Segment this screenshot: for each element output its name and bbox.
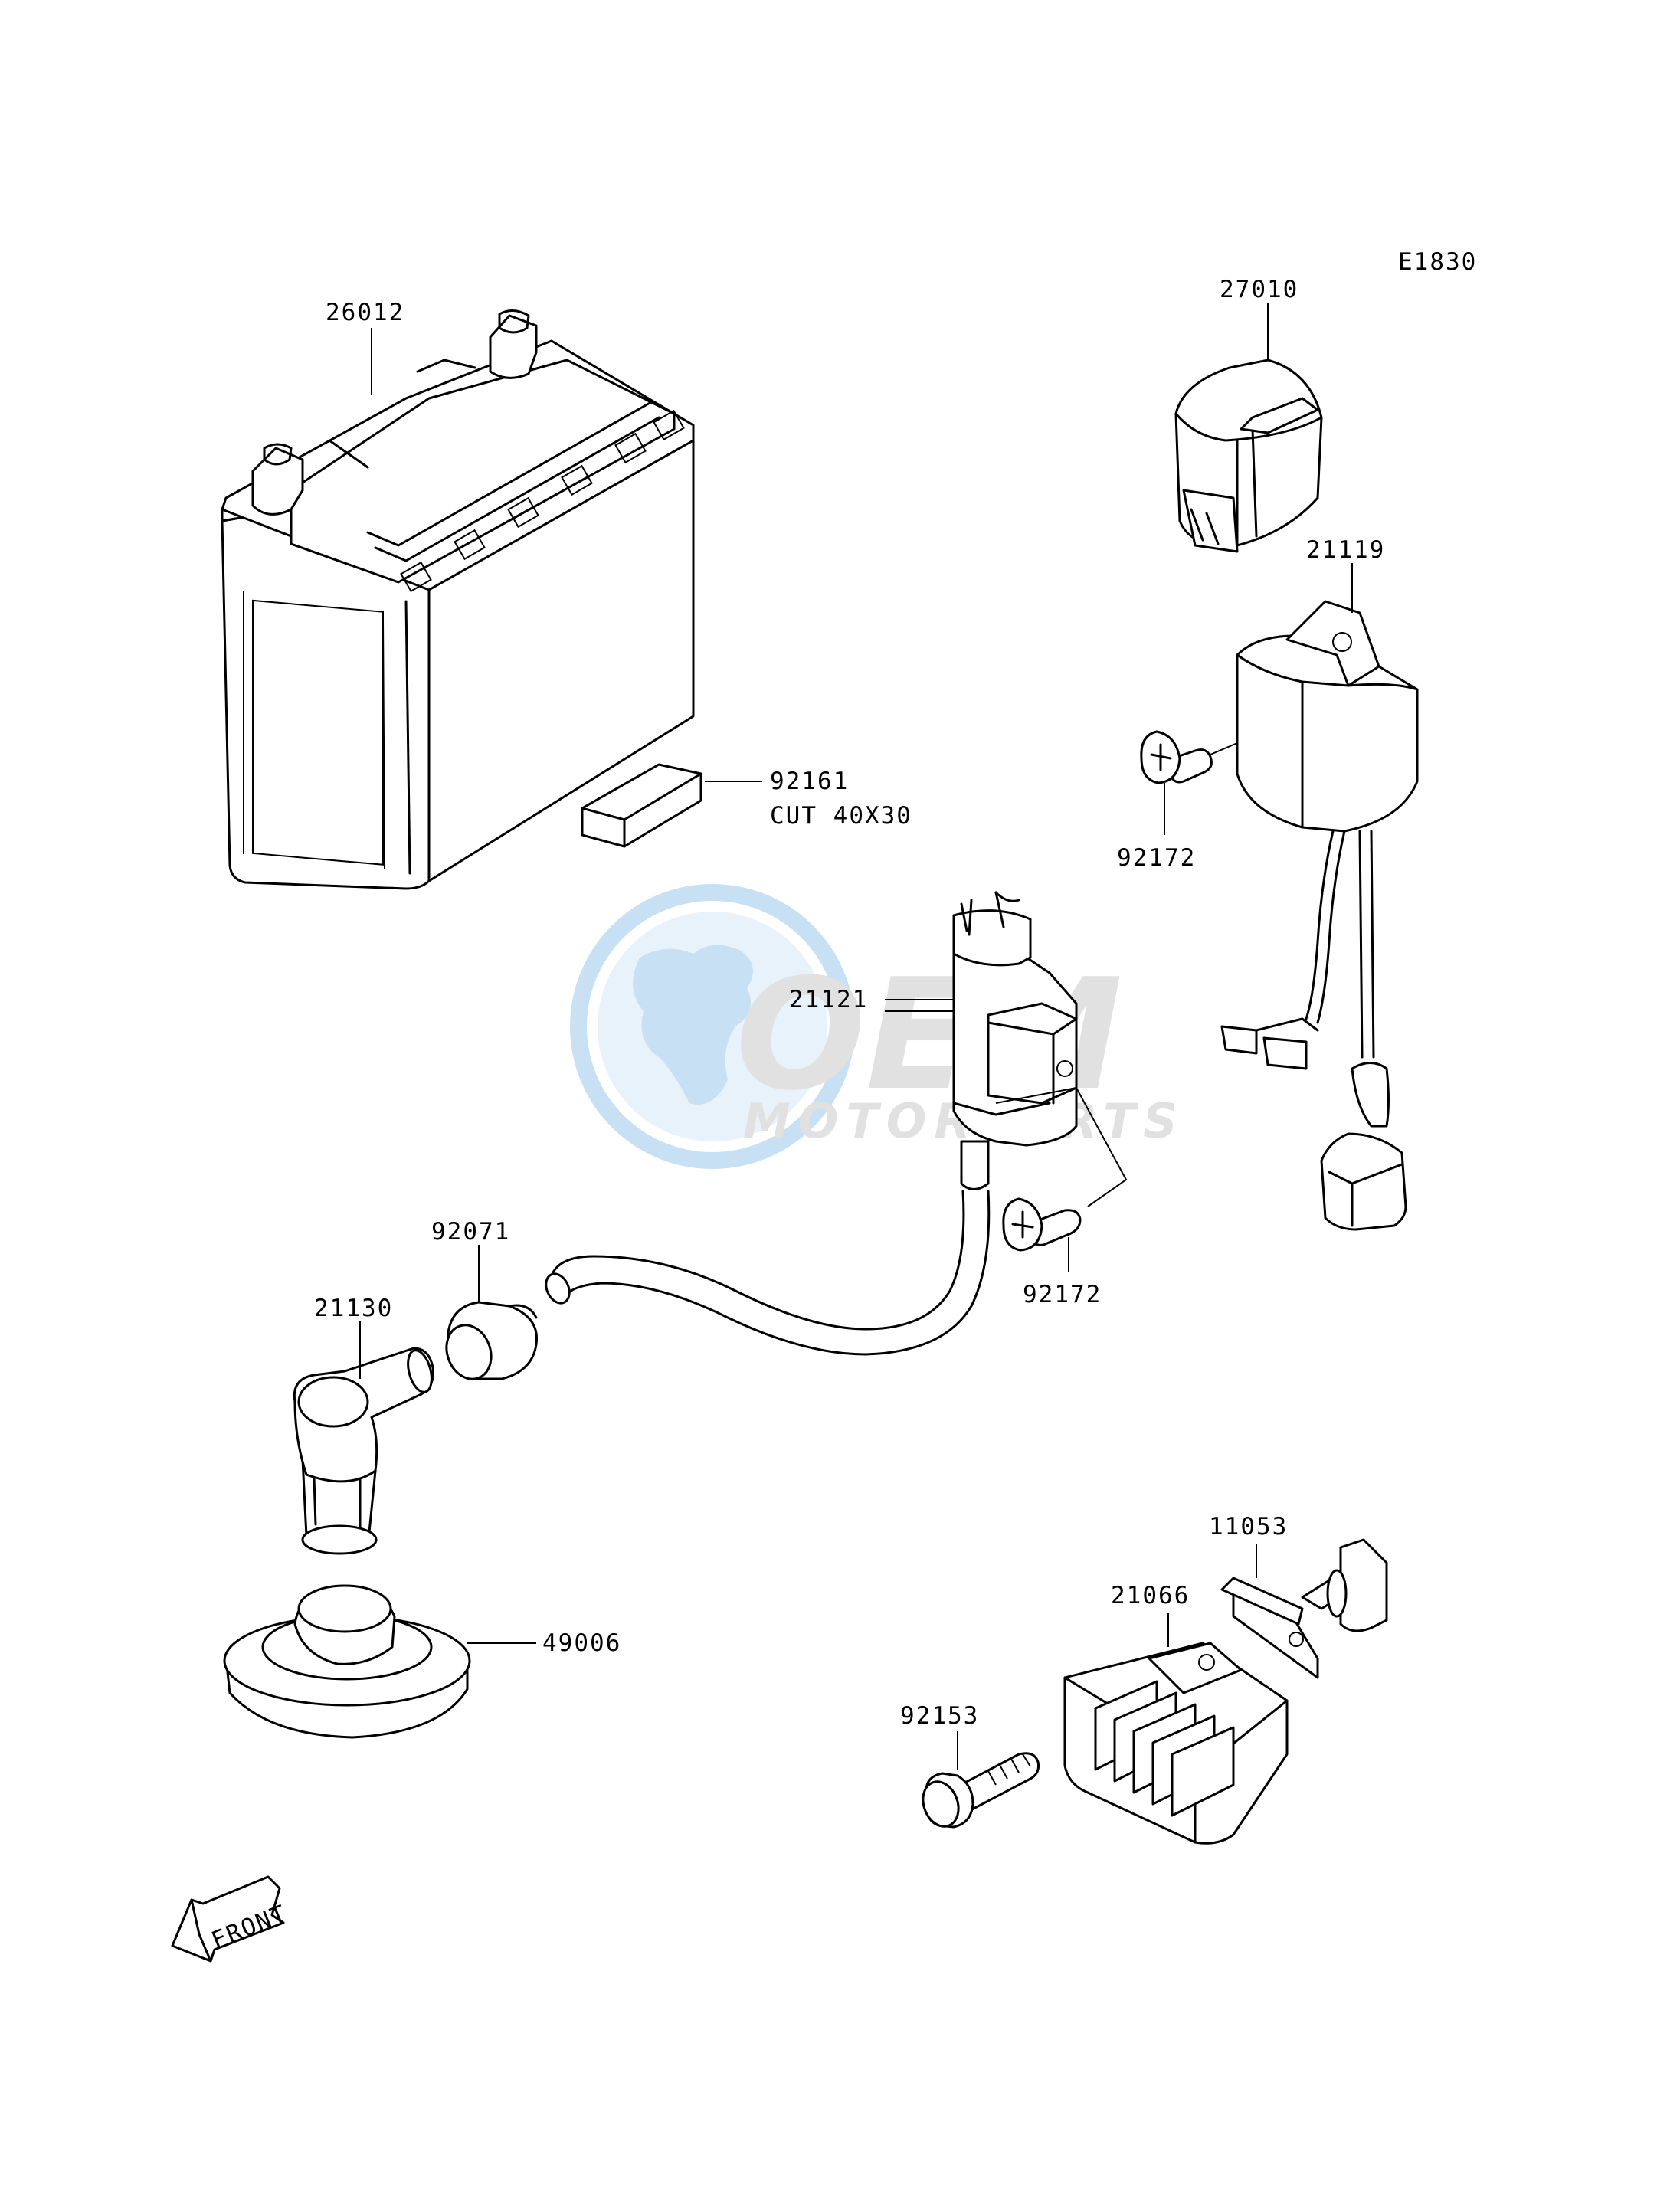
coil-screw: 92172 [995,1087,1128,1308]
part-label-92172-cdi: 92172 [1117,844,1196,872]
plug-cap-seal-leader: 92071 [431,1218,510,1302]
part-label-92071: 92071 [431,1218,510,1246]
battery-pad: 92161 CUT 40X30 [581,763,912,848]
part-label-21121: 21121 [789,986,868,1013]
cdi-unit-leader: 21119 [1306,536,1385,613]
regulator-bracket: 11053 [1209,1513,1388,1679]
part-label-27010: 27010 [1220,276,1298,303]
part-label-92172-coil: 92172 [1023,1281,1102,1308]
cdi-screw: 92172 [1117,730,1238,872]
ignition-coil [545,891,1078,1356]
battery [221,309,695,890]
part-label-21130: 21130 [314,1295,393,1322]
cap-cover: 49006 [223,1584,621,1739]
part-label-21066: 21066 [1111,1582,1190,1609]
plug-cap [293,1347,434,1555]
diagram-code: E1830 [1398,248,1477,276]
part-label-49006: 49006 [542,1629,621,1657]
battery-leader: 26012 [326,299,404,395]
part-label-26012: 26012 [326,299,404,326]
part-label-21119: 21119 [1306,536,1385,564]
front-arrow-icon: FRONT [171,1875,291,1963]
plug-cap-leader: 21130 [314,1295,393,1379]
part-label-92161: 92161 [770,768,849,795]
regulator: 21066 [1063,1582,1289,1845]
ignition-coil-leader: 21121 [789,986,954,1013]
part-label-92153: 92153 [900,1702,979,1730]
relay-leader: 27010 [1220,276,1298,360]
regulator-bolt: 92153 [900,1702,1040,1829]
plug-cap-seal [445,1301,539,1380]
part-label-11053: 11053 [1209,1513,1288,1541]
part-note-cut-size: CUT 40X30 [770,802,912,830]
relay [1174,359,1323,553]
cdi-unit [1220,600,1419,1231]
